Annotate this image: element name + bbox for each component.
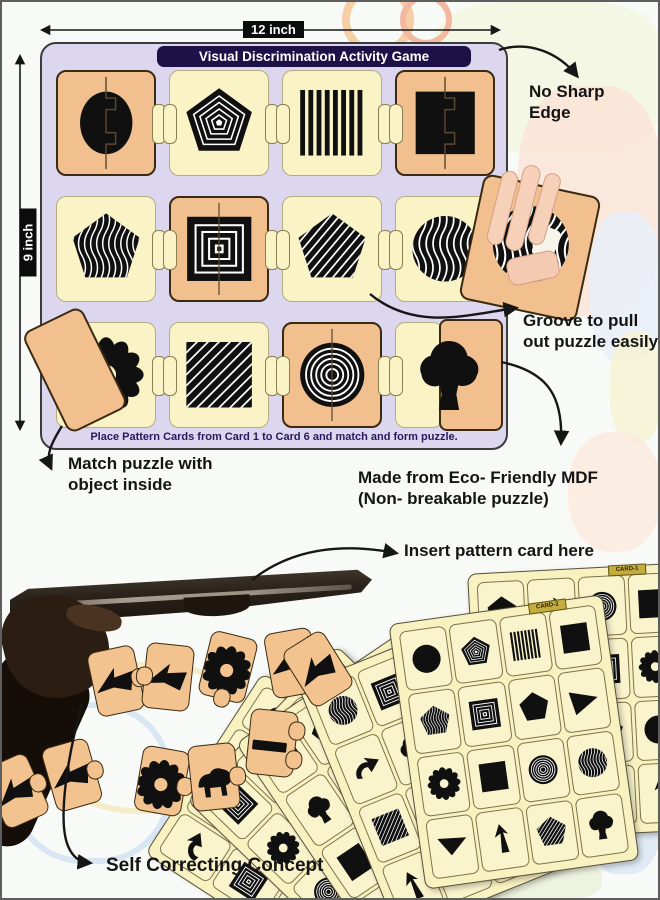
board-tile-pentagon-waves xyxy=(56,196,156,302)
puzzle-piece-arrow xyxy=(85,643,150,719)
board-tile-vstripes xyxy=(282,70,382,176)
board-tile-tree-split xyxy=(395,319,507,434)
height-dimension-label: 9 inch xyxy=(19,208,37,277)
card-cell-curved-arrow xyxy=(157,811,234,884)
card-cell-square-rings xyxy=(457,681,513,748)
background-blob xyxy=(610,332,658,442)
card-cell-pin xyxy=(637,761,658,825)
card-cell-square xyxy=(465,743,522,810)
connector-tab xyxy=(163,230,177,270)
connector-tab xyxy=(276,230,290,270)
piece-shape-arrow xyxy=(282,630,355,709)
card-cell-flower xyxy=(630,635,658,698)
card-cell-flower xyxy=(416,750,472,817)
card-cell-square xyxy=(627,571,658,635)
label-insert: Insert pattern card here xyxy=(404,541,594,560)
pattern-card-2: CARD-2 xyxy=(388,594,640,890)
card-cell-pentagon-rings xyxy=(448,618,504,685)
piece-shape-arrow xyxy=(2,752,50,829)
pull-groove-notch xyxy=(183,594,251,618)
board-tile-square-rings xyxy=(169,196,269,302)
connector-tab xyxy=(389,104,403,144)
card-cell-circle xyxy=(398,625,454,692)
card-cell-circle-waves xyxy=(565,729,621,796)
connector-tab xyxy=(163,356,177,396)
piece-shape-elephant xyxy=(188,743,240,811)
card-cell-pentagon xyxy=(506,674,563,741)
card-tag: CARD-1 xyxy=(607,563,647,577)
puzzle-piece-flower xyxy=(132,744,195,818)
card-cell-wedge xyxy=(424,813,481,880)
card-cell-pentagon-diag xyxy=(524,799,580,866)
connector-tab xyxy=(163,104,177,144)
label-groove: Groove to pull out puzzle easily xyxy=(523,311,659,351)
board-tile-circle-rings xyxy=(282,322,382,428)
width-dimension-label: 12 inch xyxy=(243,21,304,38)
card-cell-pin xyxy=(474,806,530,873)
puzzle-piece-elephant xyxy=(186,741,247,813)
board-instruction: Place Pattern Cards from Card 1 to Card … xyxy=(90,431,458,443)
card-cell-triangle xyxy=(556,667,612,734)
board-tile-square xyxy=(395,70,495,176)
card-cell-square-rings xyxy=(210,845,287,898)
label-no-sharp-edge: No Sharp Edge xyxy=(529,82,605,122)
connector-tab xyxy=(276,104,290,144)
puzzle-piece-arrow xyxy=(280,628,356,710)
card-cell-curved-arrow xyxy=(333,732,400,806)
board-tile-pentagon-rings xyxy=(169,70,269,176)
arrow-mdf xyxy=(500,360,570,447)
connector-tab xyxy=(389,356,403,396)
card-cell-pentagon-waves xyxy=(407,688,463,755)
card-cell-square xyxy=(547,604,604,671)
piece-shape-bar xyxy=(246,709,298,777)
background-blob xyxy=(568,432,658,552)
card-cell-dstripes xyxy=(356,790,424,865)
puzzle-piece-flower xyxy=(196,629,260,710)
board-tile-pentagon-diag xyxy=(282,196,382,302)
board-title: Visual Discrimination Activity Game xyxy=(157,46,471,67)
card-cell-circle xyxy=(633,698,658,761)
connector-tab xyxy=(389,230,403,270)
card-cell-tree xyxy=(574,792,630,859)
puzzle-piece-arrow xyxy=(135,641,196,713)
puzzle-piece-bar xyxy=(244,707,307,779)
connector-tab xyxy=(276,356,290,396)
label-self-correcting: Self Correcting Concept xyxy=(106,855,324,876)
piece-shape-arrow xyxy=(87,645,145,717)
card-cell-pin xyxy=(380,849,447,898)
label-match: Match puzzle with object inside xyxy=(68,454,213,494)
card-cell-tree xyxy=(283,771,357,849)
label-mdf: Made from Eco- Friendly MDF (Non- breaka… xyxy=(358,468,598,508)
card-cell-circle-rings xyxy=(515,736,571,803)
card-cell-flower xyxy=(244,810,321,887)
piece-shape-arrow xyxy=(142,643,194,711)
card-cell-vstripes xyxy=(498,611,554,678)
board-tile-oval xyxy=(56,70,156,176)
puzzle-piece-arrow xyxy=(2,751,52,831)
board-tile-dstripes xyxy=(169,322,269,428)
